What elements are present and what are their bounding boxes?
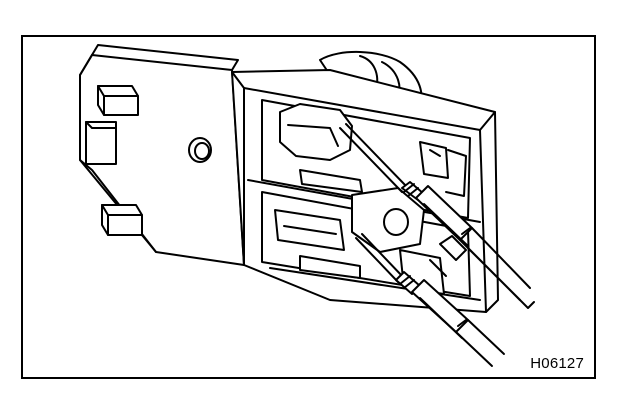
- open-cable: [339, 123, 535, 309]
- lower-cavity: [261, 191, 471, 297]
- upper-mounting-tab: [97, 85, 139, 116]
- mounting-hole: [188, 137, 212, 163]
- lock-cable: [355, 233, 505, 367]
- cable-stop: [429, 235, 467, 277]
- lower-mounting-tab: [101, 204, 143, 236]
- lock-pivot: [351, 187, 425, 253]
- figure-code: H06127: [530, 355, 584, 372]
- bracket-slots: [85, 121, 117, 165]
